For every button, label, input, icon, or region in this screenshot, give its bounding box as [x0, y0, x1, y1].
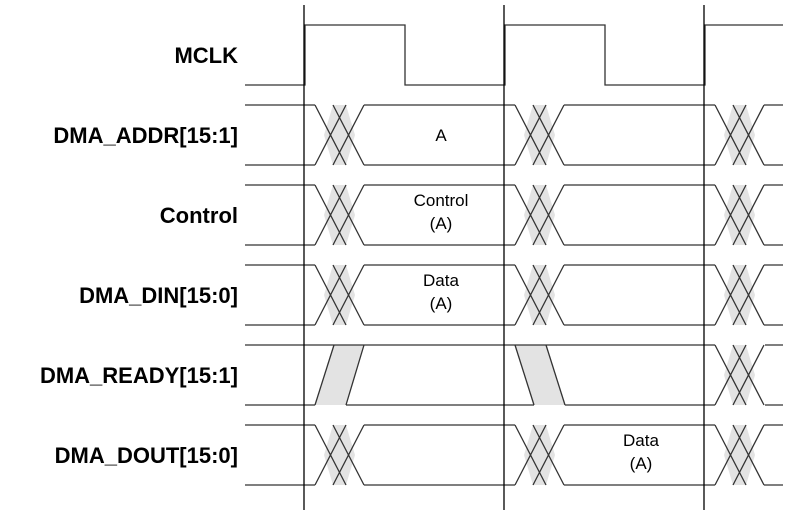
bus-crossing-edge — [732, 264, 765, 326]
bus-crossing-shade — [324, 425, 355, 485]
bus-crossing-shade — [524, 105, 555, 165]
bus-crossing-edge — [314, 264, 347, 326]
bus-crossing-shade — [724, 185, 755, 245]
bus-crossing-edge — [714, 264, 747, 326]
signal-label: DMA_READY[15:1] — [40, 363, 238, 388]
bus-crossing-edge — [732, 424, 765, 486]
bus-crossing-edge — [532, 184, 565, 246]
bus-crossing-shade — [324, 265, 355, 325]
bus-crossing-shade — [524, 185, 555, 245]
bus-value-label: (A) — [630, 454, 653, 473]
ready-crossing-edge — [714, 344, 747, 406]
bus-crossing-edge — [514, 424, 547, 486]
bus-crossing-shade — [724, 105, 755, 165]
bus-value-label: Control — [414, 191, 469, 210]
signal-label: DMA_DIN[15:0] — [79, 283, 238, 308]
signal-label: DMA_ADDR[15:1] — [53, 123, 238, 148]
bus-crossing-shade — [324, 185, 355, 245]
bus-crossing-edge — [514, 104, 547, 166]
signal-label: DMA_DOUT[15:0] — [55, 443, 238, 468]
ready-shade — [315, 345, 364, 405]
bus-value-label: (A) — [430, 294, 453, 313]
bus-crossing-edge — [332, 184, 365, 246]
bus-crossing-shade — [724, 425, 755, 485]
bus-value-label: Data — [423, 271, 459, 290]
ready-crossing-edge — [732, 344, 765, 406]
signal-label: Control — [160, 203, 238, 228]
bus-crossing-edge — [332, 104, 365, 166]
bus-value-label: (A) — [430, 214, 453, 233]
bus-crossing-edge — [532, 424, 565, 486]
bus-crossing-edge — [514, 184, 547, 246]
bus-crossing-edge — [714, 184, 747, 246]
ready-crossing-shade — [724, 345, 755, 405]
bus-crossing-edge — [532, 264, 565, 326]
ready-edge — [314, 344, 335, 406]
bus-crossing-edge — [532, 104, 565, 166]
bus-value-label: Data — [623, 431, 659, 450]
bus-crossing-edge — [714, 424, 747, 486]
ready-shade — [515, 345, 565, 405]
clock-waveform — [245, 24, 783, 86]
bus-crossing-shade — [524, 425, 555, 485]
bus-crossing-shade — [324, 105, 355, 165]
bus-crossing-shade — [724, 265, 755, 325]
bus-crossing-edge — [332, 424, 365, 486]
ready-edge — [345, 344, 365, 406]
ready-edge — [545, 344, 566, 406]
bus-value-label: A — [435, 126, 447, 145]
signal-label: MCLK — [174, 43, 238, 68]
bus-crossing-edge — [714, 104, 747, 166]
ready-edge — [514, 344, 535, 406]
bus-crossing-edge — [732, 104, 765, 166]
bus-crossing-edge — [332, 264, 365, 326]
bus-crossing-shade — [524, 265, 555, 325]
bus-crossing-edge — [314, 104, 347, 166]
bus-crossing-edge — [314, 184, 347, 246]
bus-crossing-edge — [314, 424, 347, 486]
bus-crossing-edge — [514, 264, 547, 326]
bus-crossing-edge — [732, 184, 765, 246]
